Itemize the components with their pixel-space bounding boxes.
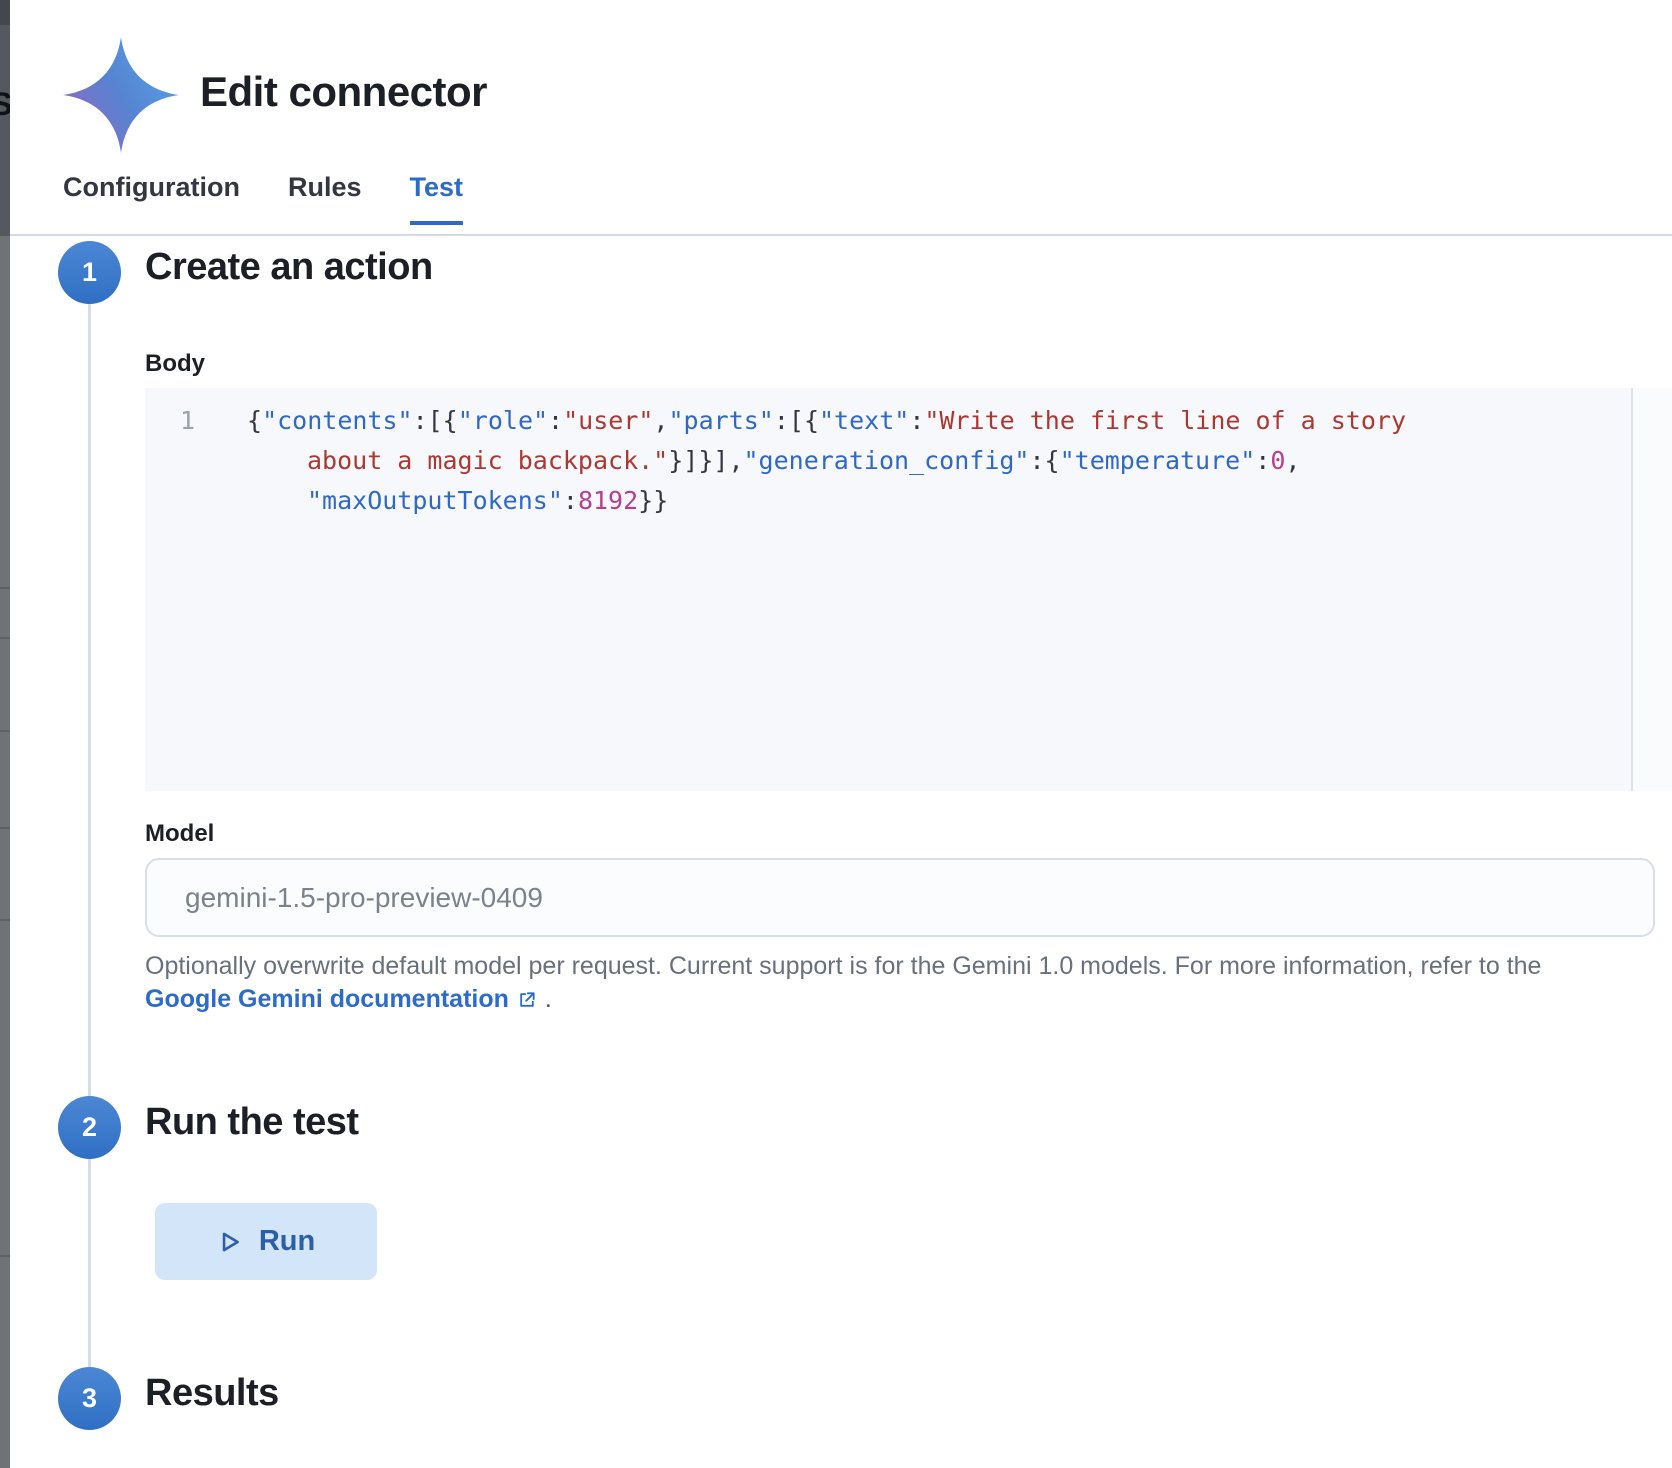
editor-code-content[interactable]: {"contents":[{"role":"user","parts":[{"t…: [247, 406, 1407, 515]
model-input[interactable]: [145, 858, 1655, 937]
step-1-badge: 1: [58, 241, 121, 304]
tab-bar-divider: [10, 234, 1672, 236]
background-upper-segment: [0, 25, 10, 236]
body-field-label: Body: [145, 350, 205, 377]
background-row-divider: [0, 1255, 10, 1257]
external-link-icon: [520, 991, 535, 1007]
step-2-heading: Run the test: [145, 1101, 359, 1143]
model-help-line: Optionally overwrite default model per r…: [145, 952, 1542, 980]
help-text-period: .: [544, 985, 552, 1013]
tab-bar: Configuration Rules Test: [63, 172, 463, 225]
tab-rules[interactable]: Rules: [287, 172, 362, 202]
step-1-heading: Create an action: [145, 246, 433, 288]
tab-test[interactable]: Test: [409, 172, 463, 225]
model-field-label: Model: [145, 820, 215, 847]
background-row-divider: [0, 919, 10, 921]
line-number: 1: [179, 406, 195, 435]
gemini-documentation-link[interactable]: Google Gemini documentation: [145, 984, 537, 1015]
background-partial-text: S: [0, 86, 10, 123]
edit-connector-flyout: Edit connector Configuration Rules Test …: [10, 0, 1672, 1468]
gemini-sparkle-icon: [63, 37, 179, 153]
run-button[interactable]: Run: [155, 1203, 377, 1280]
play-icon: [222, 1232, 239, 1251]
run-button-label: Run: [258, 1225, 316, 1257]
editor-line-number-gutter: 1: [145, 401, 195, 521]
gemini-documentation-link-label: Google Gemini documentation: [145, 985, 509, 1013]
background-row-divider: [0, 827, 10, 829]
tab-configuration[interactable]: Configuration: [63, 172, 240, 202]
editor-scrollbar-track[interactable]: [1631, 388, 1672, 791]
page-title: Edit connector: [200, 68, 488, 115]
model-help-text: Optionally overwrite default model per r…: [145, 951, 1605, 1015]
step-2-badge: 2: [58, 1096, 121, 1159]
background-row-divider: [0, 587, 10, 589]
step-3-badge: 3: [58, 1367, 121, 1430]
background-row-divider: [0, 637, 10, 639]
background-header-segment: [0, 0, 10, 25]
background-row-divider: [0, 730, 10, 732]
step-connector-line: [88, 272, 91, 1398]
dimmed-background-page: S: [0, 0, 10, 1468]
body-code-editor[interactable]: 1 {"contents":[{"role":"user","parts":[{…: [145, 388, 1672, 791]
step-3-heading: Results: [145, 1372, 279, 1414]
